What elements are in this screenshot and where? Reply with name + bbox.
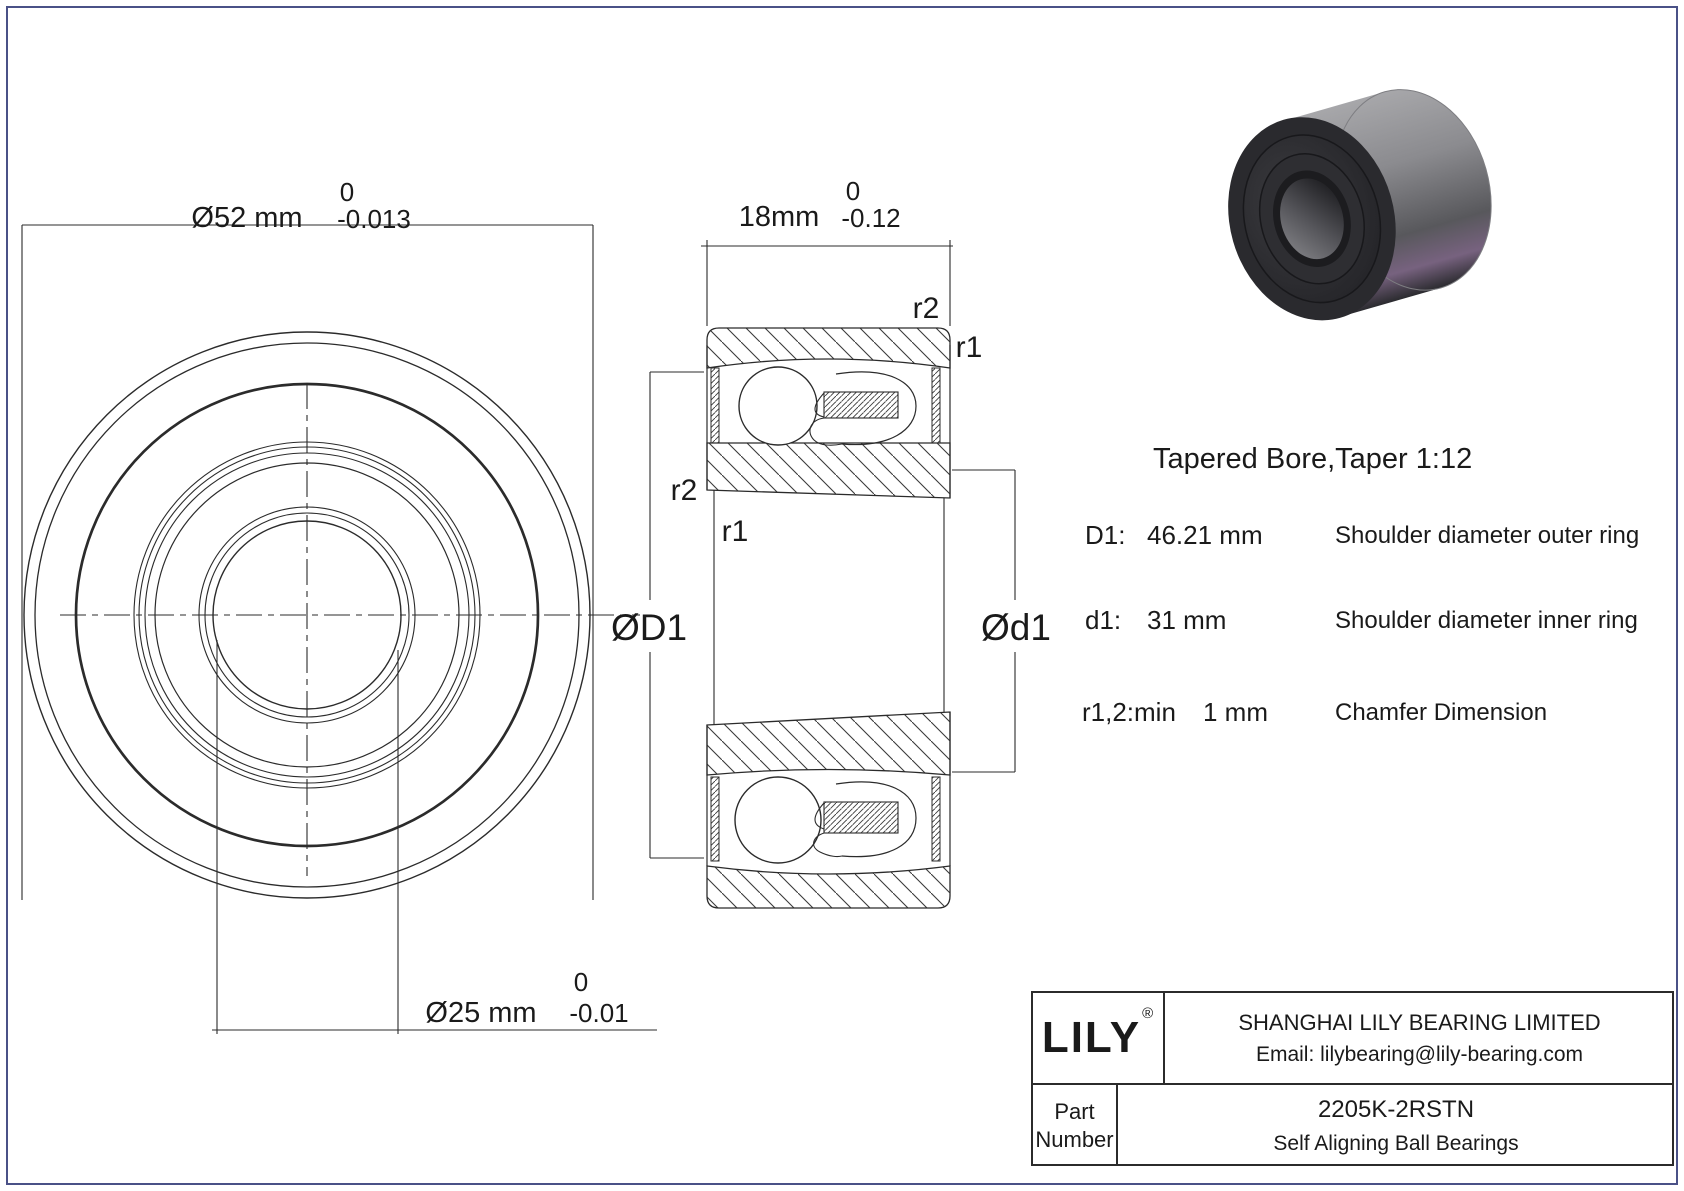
front-view-drawing	[21, 224, 657, 1034]
taper-note: Tapered Bore,Taper 1:12	[1153, 443, 1473, 475]
cage-top-outline	[835, 371, 917, 446]
part-number-label-cell: Part Number	[1033, 1085, 1116, 1166]
chamfer-r1-top-label: r1	[956, 331, 983, 364]
inner-ring-top-section	[706, 442, 951, 499]
part-label-line2: Number	[1035, 1126, 1114, 1152]
company-email: Email: lilybearing@lily-bearing.com	[1255, 1042, 1584, 1066]
title-block-divider	[1033, 1083, 1672, 1085]
spec-param: d1:	[1085, 605, 1122, 635]
outer-shoulder-diameter-label: ØD1	[611, 607, 687, 648]
lily-logo: LILY®	[1041, 1005, 1156, 1062]
cage-bottom-bar	[823, 801, 899, 834]
bore-tolerance-lower: -0.01	[569, 998, 628, 1028]
chamfer-r2-mid-label: r2	[671, 474, 698, 507]
bore-dimension-label: Ø25 mm	[425, 997, 536, 1029]
title-block-divider	[1163, 993, 1165, 1083]
ball-bottom-row	[734, 776, 822, 864]
company-info-cell: SHANGHAI LILY BEARING LIMITED Email: lil…	[1165, 993, 1674, 1083]
inner-ring-bottom-section	[706, 711, 951, 776]
part-number-value-cell: 2205K-2RSTN Self Aligning Ball Bearings	[1118, 1085, 1674, 1166]
spec-value: 1 mm	[1203, 697, 1268, 727]
chamfer-r2-top-label: r2	[913, 292, 940, 325]
chamfer-r1-mid-label: r1	[722, 515, 749, 548]
inner-shoulder-diameter-label: Ød1	[981, 607, 1051, 648]
section-view-drawing	[649, 240, 1016, 909]
company-name: SHANGHAI LILY BEARING LIMITED	[1238, 1009, 1601, 1035]
cage-top-bar	[823, 391, 899, 419]
spec-value: 46.21 mm	[1147, 520, 1263, 550]
seal-top-left	[710, 367, 720, 444]
bearing-bore-hole	[1280, 178, 1344, 260]
registered-trademark-icon: ®	[1142, 1005, 1156, 1023]
spec-description: Shoulder diameter outer ring	[1335, 522, 1640, 549]
cage-bottom-outline	[835, 781, 917, 858]
seal-bottom-left	[710, 776, 720, 862]
company-logo-cell: LILY®	[1033, 993, 1163, 1083]
title-block: LILY® SHANGHAI LILY BEARING LIMITED Emai…	[1031, 991, 1674, 1166]
seal-bottom-right	[931, 776, 941, 862]
spec-description: Shoulder diameter inner ring	[1335, 607, 1638, 634]
outer-ring-bottom-section	[706, 865, 951, 909]
part-label-line1: Part	[1054, 1098, 1095, 1124]
part-type: Self Aligning Ball Bearings	[1273, 1131, 1519, 1155]
od-dimension-label: Ø52 mm	[191, 202, 302, 234]
spec-description: Chamfer Dimension	[1335, 699, 1548, 726]
bore-tolerance-upper: 0	[574, 967, 588, 997]
od-tolerance-upper: 0	[340, 177, 354, 207]
od-tolerance-lower: -0.013	[337, 204, 411, 234]
part-number: 2205K-2RSTN	[1317, 1095, 1475, 1123]
title-block-divider	[1116, 1085, 1118, 1164]
seal-top-right	[931, 367, 941, 444]
spec-value: 31 mm	[1147, 605, 1227, 635]
width-tolerance-upper: 0	[846, 176, 860, 206]
width-dimension-label: 18mm	[739, 201, 820, 233]
spec-param: D1:	[1085, 520, 1126, 550]
spec-param: r1,2:min	[1082, 697, 1176, 727]
bearing-3d-render	[1228, 89, 1492, 321]
outer-ring-top-section	[706, 327, 951, 369]
ball-top-row	[738, 366, 818, 446]
width-tolerance-lower: -0.12	[841, 203, 900, 233]
